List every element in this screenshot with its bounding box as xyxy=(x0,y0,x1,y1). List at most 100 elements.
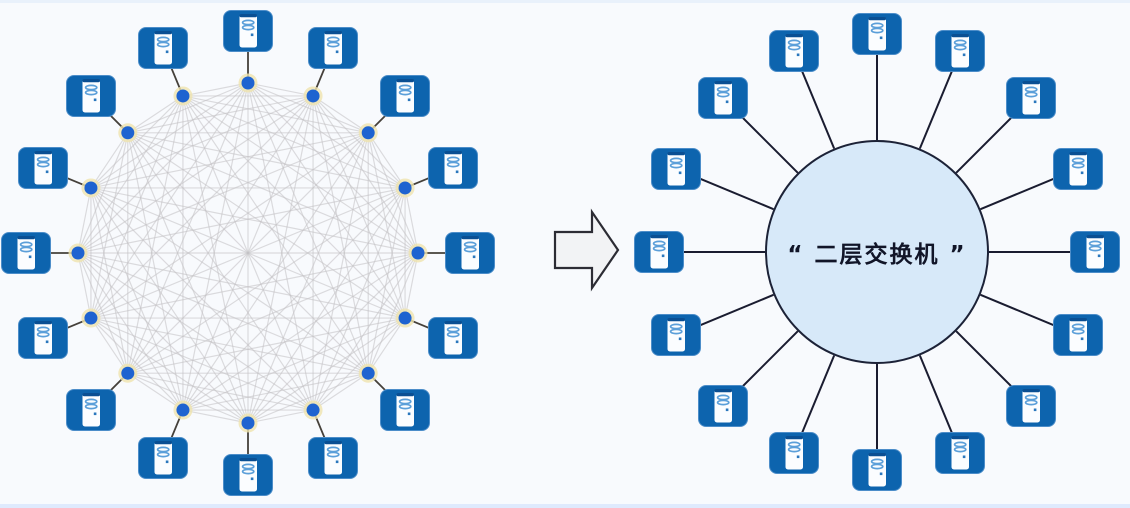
server-tower-icon xyxy=(768,432,819,475)
server-tower-icon xyxy=(634,231,684,273)
server-tower-icon xyxy=(768,29,819,72)
server-tower-icon xyxy=(935,432,986,475)
server-tower-icon xyxy=(935,29,986,72)
server-tower-icon xyxy=(17,147,68,190)
mesh-line xyxy=(312,95,419,254)
mesh-line xyxy=(90,132,129,189)
mesh-line xyxy=(77,132,129,254)
mesh-line xyxy=(77,187,92,254)
mesh-line xyxy=(90,95,184,319)
mesh-line xyxy=(182,95,249,424)
mesh-line xyxy=(182,82,249,411)
mesh-line xyxy=(90,317,129,374)
mesh-line xyxy=(127,132,419,254)
mesh-line xyxy=(182,95,369,374)
mesh-line xyxy=(90,187,129,374)
server-tower-icon xyxy=(1053,314,1104,357)
mesh-line xyxy=(182,95,406,189)
mesh-line xyxy=(367,132,406,319)
mesh-line xyxy=(77,252,92,319)
mesh-node-dot xyxy=(411,246,425,260)
mesh-line xyxy=(77,252,406,319)
mesh-line xyxy=(77,95,184,254)
server-tower-icon xyxy=(138,437,189,480)
mesh-line xyxy=(90,187,184,411)
server-tower-icon xyxy=(1,232,51,274)
server-tower-icon xyxy=(1006,76,1057,119)
mesh-node-dot xyxy=(306,89,320,103)
server-tower-icon xyxy=(428,316,479,359)
server-tower-icon xyxy=(852,449,902,491)
mesh-line xyxy=(182,372,369,411)
block-arrow-right-icon xyxy=(553,208,620,292)
mesh-line xyxy=(90,95,184,189)
mesh-line xyxy=(90,187,249,424)
mesh-line xyxy=(127,95,184,134)
mesh-line xyxy=(404,252,419,319)
switch-hub-label: “ 二层交换机 ” xyxy=(787,242,967,268)
server-tower-icon xyxy=(1053,147,1104,190)
mesh-line xyxy=(127,372,314,411)
server-tower-icon xyxy=(307,26,358,69)
server-tower-icon xyxy=(223,10,273,52)
mesh-node-dot xyxy=(398,181,412,195)
server-tower-icon xyxy=(697,76,748,119)
mesh-line xyxy=(247,317,406,424)
mesh-line xyxy=(182,95,369,134)
mesh-node-dot xyxy=(241,416,255,430)
server-tower-icon xyxy=(17,316,68,359)
mesh-line xyxy=(90,187,369,374)
mesh-node-dot xyxy=(121,366,135,380)
mesh-line xyxy=(90,132,129,319)
mesh-node-dot xyxy=(121,126,135,140)
mesh-node-dot xyxy=(241,76,255,90)
server-tower-icon xyxy=(1070,231,1120,273)
mesh-line xyxy=(247,82,314,411)
mesh-line xyxy=(182,132,369,411)
mesh-line xyxy=(90,187,419,254)
mesh-node-dot xyxy=(84,311,98,325)
mesh-line xyxy=(77,252,184,411)
mesh-line xyxy=(247,82,314,97)
mesh-line xyxy=(90,317,249,424)
mesh-line xyxy=(367,132,406,189)
mesh-line xyxy=(312,372,369,411)
server-tower-icon xyxy=(852,13,902,55)
mesh-node-dot xyxy=(84,181,98,195)
mesh-line xyxy=(90,82,249,189)
mesh-line xyxy=(247,409,314,424)
mesh-line xyxy=(367,317,406,374)
mesh-line xyxy=(127,95,314,134)
server-tower-icon xyxy=(223,454,273,496)
mesh-line xyxy=(312,95,369,134)
server-tower-icon xyxy=(697,385,748,428)
mesh-node-dot xyxy=(176,403,190,417)
mesh-line xyxy=(77,187,406,254)
server-tower-icon xyxy=(138,26,189,69)
mesh-line xyxy=(127,372,249,424)
mesh-line xyxy=(182,95,406,319)
server-tower-icon xyxy=(66,388,117,431)
server-tower-icon xyxy=(650,147,701,190)
page-edge-tint-bottom xyxy=(0,504,1130,508)
mesh-line xyxy=(182,95,314,411)
mesh-node-dot xyxy=(361,366,375,380)
mesh-line xyxy=(312,252,419,411)
page-edge-tint-top xyxy=(0,0,1130,3)
server-tower-icon xyxy=(379,75,430,118)
mesh-line xyxy=(127,132,314,411)
mesh-node-dot xyxy=(306,403,320,417)
mesh-line xyxy=(182,409,249,424)
mesh-line xyxy=(182,95,419,254)
server-tower-icon xyxy=(428,147,479,190)
mesh-line xyxy=(367,187,406,374)
server-tower-icon xyxy=(1006,385,1057,428)
mesh-line xyxy=(77,252,314,411)
mesh-line xyxy=(90,132,369,319)
mesh-node-dot xyxy=(71,246,85,260)
server-tower-icon xyxy=(650,314,701,357)
server-tower-icon xyxy=(307,437,358,480)
mesh-line xyxy=(247,82,406,189)
mesh-node-dot xyxy=(398,311,412,325)
